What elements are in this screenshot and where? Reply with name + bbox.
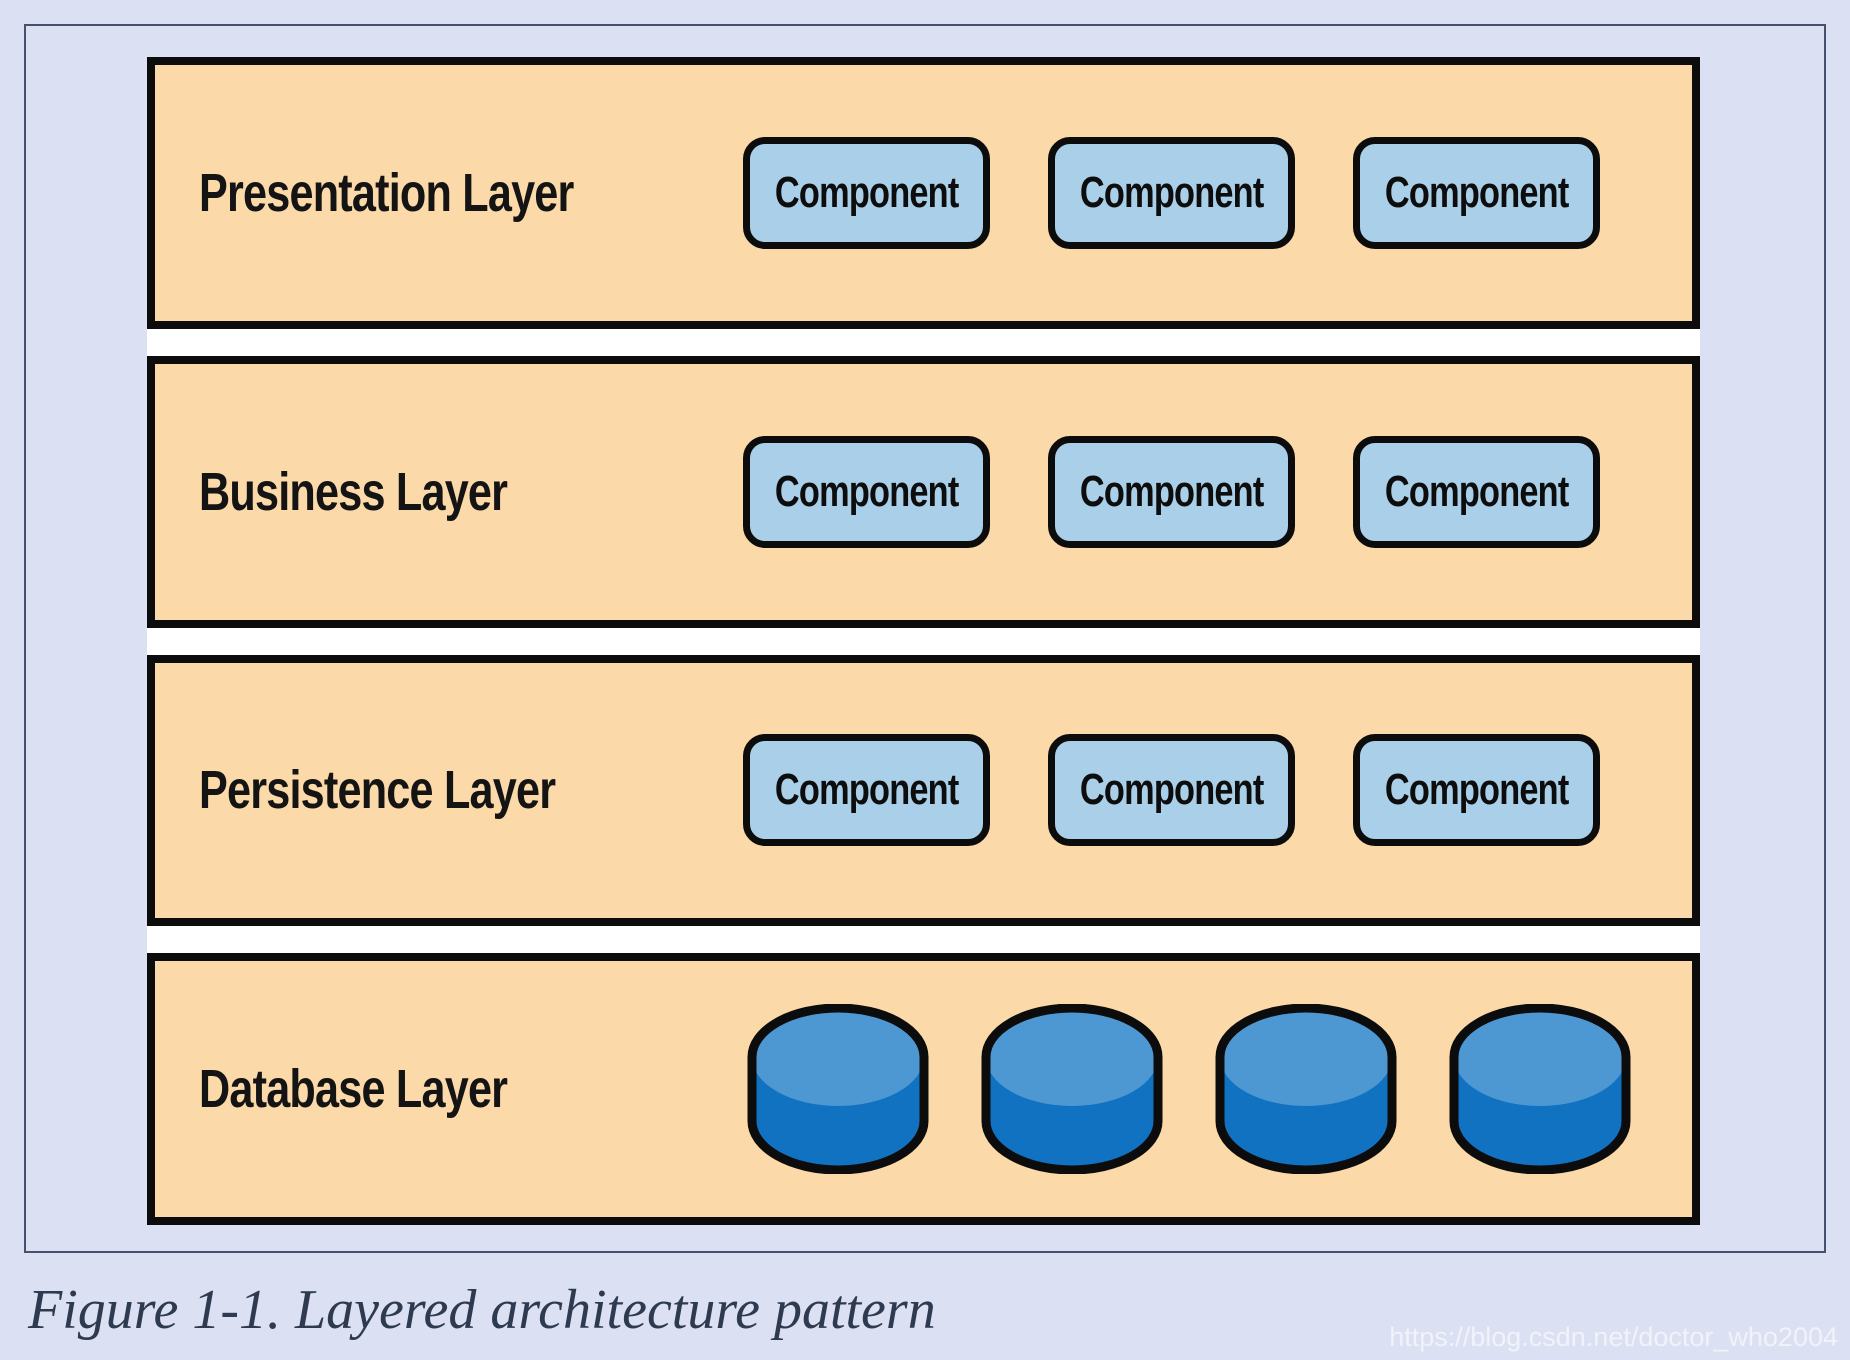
component-label: Component — [1079, 167, 1264, 217]
component-box: Component — [1048, 734, 1295, 847]
component-row: Component Component Component — [743, 734, 1600, 847]
figure-frame — [24, 24, 1826, 1253]
component-label: Component — [774, 466, 959, 516]
component-box: Component — [1048, 136, 1295, 249]
database-row — [743, 1004, 1635, 1175]
layer-label-text: Business Layer — [199, 461, 508, 522]
component-box: Component — [743, 435, 990, 548]
component-label: Component — [1079, 765, 1264, 815]
component-label: Component — [1384, 765, 1569, 815]
layer-label-text: Persistence Layer — [199, 760, 556, 821]
database-cylinder-icon — [747, 1004, 929, 1175]
database-cylinder-icon — [981, 1004, 1163, 1175]
component-row: Component Component Component — [743, 435, 1600, 548]
database-cylinder-icon — [1215, 1004, 1397, 1175]
component-label: Component — [774, 167, 959, 217]
layer-presentation: Presentation Layer Component Component C… — [147, 57, 1700, 329]
component-row: Component Component Component — [743, 136, 1600, 249]
figure-caption: Figure 1-1. Layered architecture pattern — [28, 1279, 936, 1341]
layer-persistence: Persistence Layer Component Component Co… — [147, 654, 1700, 927]
layer-label: Database Layer — [199, 1058, 584, 1120]
layer-label: Persistence Layer — [199, 759, 644, 821]
layer-label: Business Layer — [199, 461, 584, 523]
layer-label: Presentation Layer — [199, 162, 667, 224]
component-label: Component — [1079, 466, 1264, 516]
component-label: Component — [774, 765, 959, 815]
component-label: Component — [1384, 466, 1569, 516]
component-box: Component — [1353, 734, 1600, 847]
component-box: Component — [743, 136, 990, 249]
component-box: Component — [743, 734, 990, 847]
component-box: Component — [1048, 435, 1295, 548]
watermark-url: https://blog.csdn.net/doctor_who2004 — [1389, 1322, 1838, 1352]
component-box: Component — [1353, 136, 1600, 249]
layer-label-text: Presentation Layer — [199, 162, 574, 223]
layered-architecture-diagram: Presentation Layer Component Component C… — [147, 57, 1700, 1225]
component-box: Component — [1353, 435, 1600, 548]
layer-business: Business Layer Component Component Compo… — [147, 355, 1700, 628]
layer-database: Database Layer — [147, 953, 1700, 1225]
database-cylinder-icon — [1449, 1004, 1631, 1175]
component-label: Component — [1384, 167, 1569, 217]
layer-label-text: Database Layer — [199, 1059, 508, 1120]
